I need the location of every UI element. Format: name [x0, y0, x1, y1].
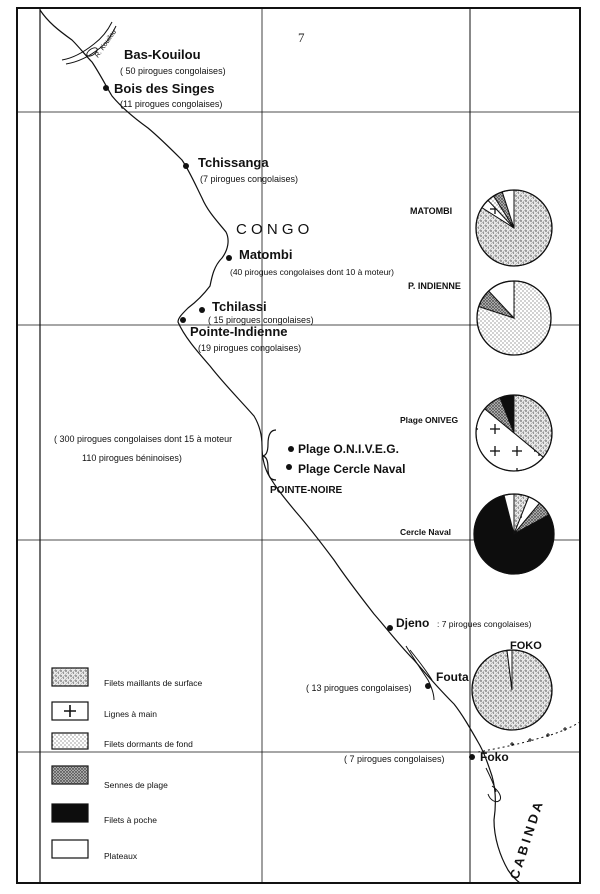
- location-markers: [103, 85, 475, 760]
- river-island: [86, 47, 98, 57]
- map-grid: [16, 7, 581, 884]
- note-pointe-indienne: (19 pirogues congolaises): [198, 343, 301, 353]
- label-tchilassi: Tchilassi: [212, 299, 267, 314]
- coastline: [39, 9, 521, 884]
- country-label: C O N G O: [236, 221, 309, 238]
- note-foko: ( 7 pirogues congolaises): [344, 754, 445, 764]
- pie-outline: [475, 394, 553, 472]
- legend-label-plateaux: Plateaux: [104, 851, 138, 861]
- label-pointe-indienne: Pointe-Indienne: [190, 324, 288, 339]
- label-matombi: Matombi: [239, 247, 292, 262]
- legend-label-sennes: Sennes de plage: [104, 780, 168, 790]
- pie-outline: [476, 280, 552, 356]
- pie-charts: [471, 189, 555, 731]
- legend-swatch-poche: [51, 803, 89, 823]
- label-fouta: Fouta: [436, 670, 469, 684]
- note-tchilassi: ( 15 pirogues congolaises): [208, 315, 314, 325]
- pie-outline: [475, 189, 553, 267]
- note-djeno: : 7 pirogues congolaises): [437, 619, 532, 629]
- river-label: R. Kouilou: [94, 29, 118, 60]
- legend-label-poche: Filets à poche: [104, 815, 157, 825]
- note-matombi: (40 pirogues congolaises dont 10 à moteu…: [230, 267, 394, 277]
- note-pointe-noire-1: ( 300 pirogues congolaises dont 15 à mot…: [54, 434, 232, 444]
- label-foko: Foko: [480, 750, 509, 764]
- note-tchissanga: (7 pirogues congolaises): [200, 174, 298, 184]
- legend-swatch-dormants: [51, 732, 89, 750]
- legend-label-surface: Filets maillants de surface: [104, 678, 203, 688]
- legend-swatch-surface: [51, 667, 89, 687]
- pie-outline: [471, 649, 553, 731]
- page-number: 7: [298, 30, 305, 45]
- legend-swatch-plateaux: [51, 839, 89, 859]
- pie-label-matombi: MATOMBI: [410, 206, 452, 216]
- pie-label-cercle-naval: Cercle Naval: [400, 527, 451, 537]
- note-bois-des-singes: (11 pirogues congolaises): [120, 99, 222, 109]
- oniveg-bracket: [261, 429, 277, 481]
- label-tchissanga: Tchissanga: [198, 155, 269, 170]
- label-pointe-noire: POINTE-NOIRE: [270, 485, 343, 496]
- pie-label-p-indienne: P. INDIENNE: [408, 281, 461, 291]
- label-plage-oniveg: Plage O.N.I.V.E.G.: [298, 442, 399, 456]
- legend-label-dormants: Filets dormants de fond: [104, 739, 193, 749]
- note-fouta: ( 13 pirogues congolaises): [306, 683, 412, 693]
- legend: Filets maillants de surface Lignes à mai…: [51, 667, 203, 861]
- lagoon-fouta: [405, 645, 435, 701]
- border-crosses: [510, 727, 567, 746]
- label-bas-kouilou: Bas-Kouilou: [124, 47, 201, 62]
- note-pointe-noire-2: 110 pirogues béninoises): [82, 453, 182, 463]
- label-djeno: Djeno: [396, 616, 429, 630]
- label-bois-des-singes: Bois des Singes: [114, 81, 214, 96]
- label-plage-cercle-naval: Plage Cercle Naval: [298, 462, 405, 476]
- pie-label-foko: FOKO: [510, 640, 542, 652]
- pie-outline: [473, 493, 555, 575]
- legend-label-lignes: Lignes à main: [104, 709, 157, 719]
- plus-icon: [64, 705, 76, 717]
- river-kouilou: [61, 21, 117, 65]
- foko-inlet: [485, 767, 501, 803]
- label-cabinda: C A B I N D A: [507, 799, 546, 880]
- note-bas-kouilou: ( 50 pirogues congolaises): [120, 66, 226, 76]
- pie-label-oniveg: Plage ONIVEG: [400, 415, 458, 425]
- cabinda-border: [477, 721, 581, 753]
- legend-swatch-sennes: [51, 765, 89, 785]
